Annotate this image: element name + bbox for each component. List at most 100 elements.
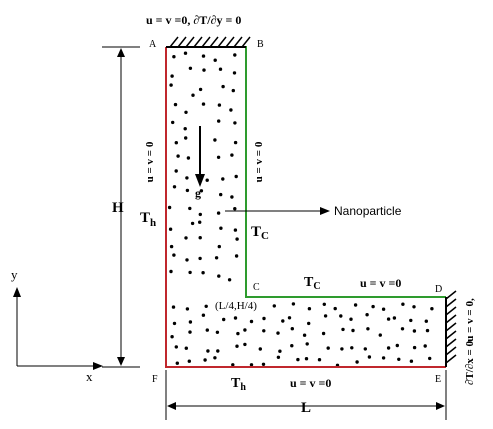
corner-b: B bbox=[257, 39, 264, 50]
particle-dot bbox=[219, 226, 223, 230]
particle-dot bbox=[341, 327, 345, 332]
particle-dot bbox=[401, 302, 405, 306]
gravity-arrow-head bbox=[195, 174, 205, 187]
particle-dot bbox=[276, 331, 280, 335]
particle-dot bbox=[367, 355, 372, 359]
particle-dot bbox=[302, 333, 307, 337]
particle-dot bbox=[222, 317, 226, 322]
particle-dot bbox=[174, 345, 178, 349]
particle-dot bbox=[236, 331, 240, 336]
particle-dot bbox=[219, 192, 223, 197]
particle-dot bbox=[213, 356, 217, 360]
particle-dot bbox=[172, 253, 176, 257]
particle-dot bbox=[201, 313, 206, 317]
particle-dot bbox=[392, 316, 397, 320]
left-boundary-condition: u = v = 0 bbox=[144, 141, 156, 182]
right-wall-hatching bbox=[445, 290, 457, 364]
particle-dot bbox=[243, 342, 247, 347]
particle-dot bbox=[397, 357, 401, 361]
particle-dot bbox=[409, 318, 413, 323]
particle-dot bbox=[217, 244, 221, 249]
particle-dot bbox=[229, 108, 233, 112]
particle-dot bbox=[217, 274, 221, 278]
inner-horizontal-boundary-condition: u = v =0 bbox=[360, 276, 401, 290]
right-boundary-slip: u = v = 0, bbox=[464, 298, 476, 342]
particle-dot bbox=[233, 207, 237, 211]
top-wall-hatching bbox=[169, 36, 251, 48]
particle-dot bbox=[233, 316, 238, 320]
particle-dot bbox=[216, 155, 221, 159]
h-dim-arrow-bottom bbox=[117, 357, 125, 366]
particle-dot bbox=[291, 302, 296, 306]
particle-dot bbox=[233, 121, 237, 125]
particle-dot bbox=[174, 141, 178, 145]
particle-dot bbox=[205, 328, 209, 332]
particle-dot bbox=[170, 335, 174, 339]
hot-temperature-left: Th bbox=[140, 210, 156, 229]
heat-source-location: (L/4,H/4) bbox=[215, 300, 257, 312]
particle-dot bbox=[172, 185, 177, 189]
x-axis-arrow bbox=[93, 362, 103, 370]
particle-dot bbox=[187, 359, 191, 363]
l-dim-arrow-right bbox=[436, 402, 445, 410]
particle-dot bbox=[198, 256, 202, 261]
particle-dot bbox=[198, 212, 202, 217]
particle-dot bbox=[233, 140, 238, 145]
particle-dot bbox=[232, 71, 237, 75]
particle-dot bbox=[378, 333, 382, 337]
particle-dot bbox=[169, 244, 174, 249]
particle-dot bbox=[216, 349, 220, 353]
particle-dot bbox=[227, 278, 232, 282]
particle-dot bbox=[186, 156, 191, 160]
particle-dot bbox=[174, 169, 178, 173]
particle-dot bbox=[202, 68, 206, 72]
cold-temperature-vertical: TC bbox=[251, 224, 269, 242]
particle-dot bbox=[183, 51, 188, 55]
corner-d: D bbox=[435, 284, 442, 295]
bottom-boundary-condition: u = v =0 bbox=[290, 376, 331, 390]
particle-dot bbox=[363, 347, 367, 351]
particle-dot bbox=[230, 195, 234, 199]
particle-dot bbox=[217, 103, 222, 107]
particle-dot bbox=[216, 211, 221, 215]
particle-dot bbox=[235, 344, 239, 348]
hot-temperature-bottom: Th bbox=[231, 376, 246, 393]
particle-dot bbox=[176, 154, 180, 158]
particle-dot bbox=[333, 306, 337, 311]
particle-dot bbox=[423, 344, 427, 348]
particle-dot bbox=[281, 319, 285, 323]
particle-dot bbox=[231, 363, 235, 367]
hot-wall-left-bottom bbox=[165, 47, 446, 368]
particle-dot bbox=[201, 271, 205, 275]
nanoparticle-label: Nanoparticle bbox=[334, 204, 402, 218]
particle-dot bbox=[191, 93, 195, 97]
corner-e: E bbox=[435, 374, 441, 385]
nanoparticle-dots bbox=[167, 51, 434, 367]
particle-dot bbox=[386, 317, 391, 321]
cold-wall bbox=[166, 46, 446, 298]
particle-dot bbox=[198, 220, 202, 224]
particle-dot bbox=[262, 316, 266, 321]
particle-dot bbox=[276, 355, 281, 359]
particle-dot bbox=[235, 237, 239, 241]
particle-dot bbox=[217, 119, 221, 123]
particle-dot bbox=[184, 136, 188, 140]
particle-dot bbox=[287, 316, 292, 320]
particle-dot bbox=[430, 307, 434, 311]
particle-dot bbox=[213, 138, 217, 142]
particle-dot bbox=[340, 347, 344, 351]
particle-dot bbox=[412, 329, 417, 333]
particle-dot bbox=[172, 55, 176, 59]
particle-dot bbox=[171, 305, 176, 309]
particle-dot bbox=[381, 356, 386, 360]
particle-dot bbox=[213, 58, 217, 62]
particle-dot bbox=[321, 331, 326, 336]
nanoparticle-pointer-arrow bbox=[320, 207, 330, 215]
particle-dot bbox=[201, 102, 206, 106]
particle-dot bbox=[339, 314, 343, 318]
particle-dot bbox=[188, 206, 192, 211]
particle-dot bbox=[198, 87, 203, 92]
particle-dot bbox=[184, 110, 188, 115]
particle-dot bbox=[381, 307, 386, 311]
